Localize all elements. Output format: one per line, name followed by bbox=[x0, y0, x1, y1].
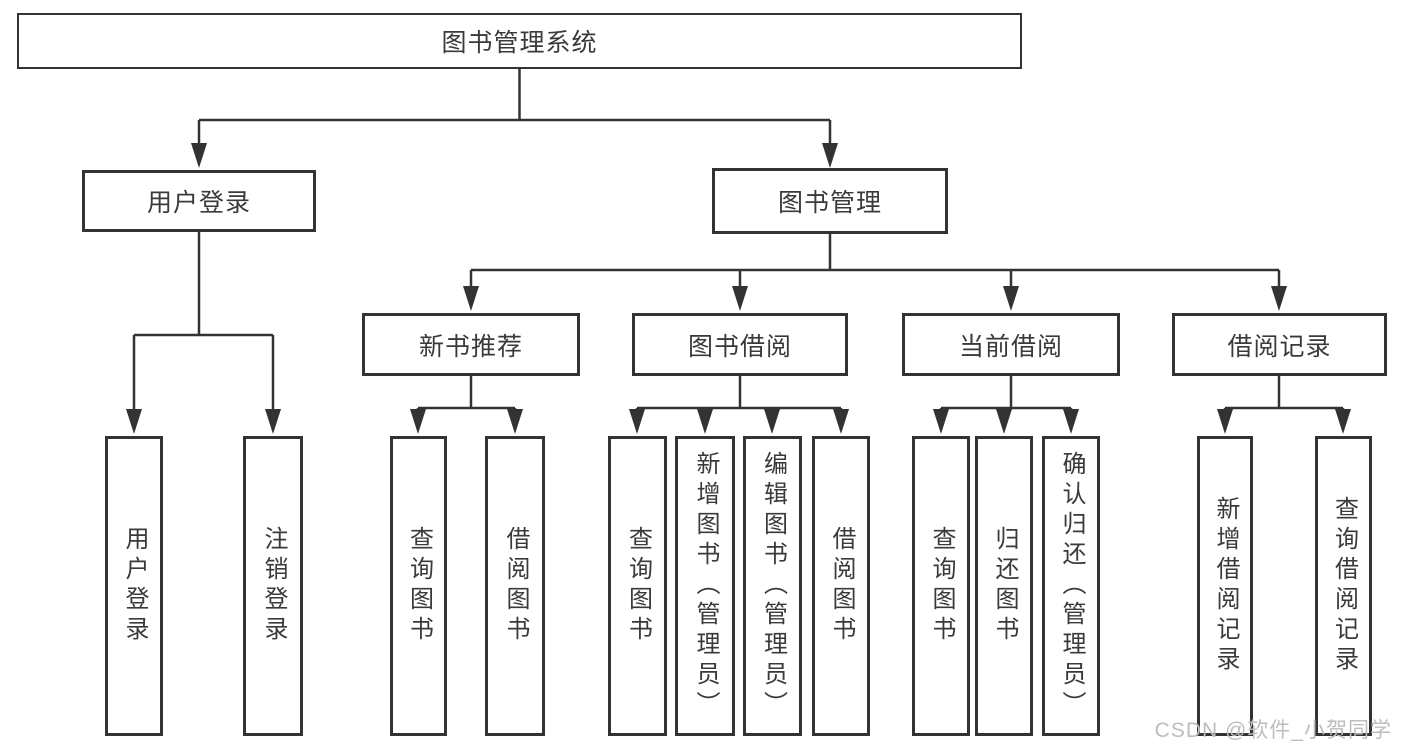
node-leaf-user-login: 用户登录 bbox=[105, 436, 163, 736]
node-leaf-query-book-current: 查询图书 bbox=[912, 436, 970, 736]
node-leaf-query-book-recommend: 查询图书 bbox=[390, 436, 447, 736]
node-library-management-system: 图书管理系统 bbox=[17, 13, 1022, 69]
node-label: 新书推荐 bbox=[418, 332, 523, 361]
node-leaf-borrow-book-recommend: 借阅图书 bbox=[485, 436, 545, 736]
node-label: 图书管理 bbox=[777, 189, 882, 217]
node-label: 查询图书 bbox=[928, 526, 955, 646]
node-borrow-records: 借阅记录 bbox=[1172, 313, 1387, 376]
node-leaf-query-borrow-record: 查询借阅记录 bbox=[1315, 436, 1372, 736]
node-label: 查询图书 bbox=[624, 526, 652, 646]
node-label: 用户登录 bbox=[146, 189, 251, 217]
node-current-borrow: 当前借阅 bbox=[902, 313, 1120, 376]
node-label: 当前借阅 bbox=[958, 332, 1063, 361]
node-leaf-return-book: 归还图书 bbox=[975, 436, 1033, 736]
node-label: 借阅图书 bbox=[502, 526, 529, 646]
node-book-borrow: 图书借阅 bbox=[632, 313, 848, 376]
node-label: 新增图书（管理员） bbox=[692, 451, 719, 721]
node-label: 归还图书 bbox=[991, 526, 1018, 646]
node-label: 查询借阅记录 bbox=[1330, 496, 1358, 676]
node-label: 图书借阅 bbox=[687, 332, 792, 361]
node-label: 确认归还（管理员） bbox=[1058, 451, 1085, 721]
node-label: 新增借阅记录 bbox=[1212, 496, 1239, 676]
node-leaf-logout: 注销登录 bbox=[243, 436, 303, 736]
node-label: 借阅图书 bbox=[828, 526, 855, 646]
node-label: 用户登录 bbox=[121, 526, 148, 646]
node-new-book-recommend: 新书推荐 bbox=[362, 313, 580, 376]
node-user-login: 用户登录 bbox=[82, 170, 316, 232]
node-label: 借阅记录 bbox=[1227, 332, 1332, 361]
node-leaf-borrow-book: 借阅图书 bbox=[812, 436, 870, 736]
node-label: 查询图书 bbox=[405, 526, 433, 646]
csdn-watermark: CSDN @软件_小贺同学 bbox=[1154, 719, 1392, 742]
node-label: 编辑图书（管理员） bbox=[759, 451, 787, 721]
node-leaf-add-borrow-record: 新增借阅记录 bbox=[1197, 436, 1253, 736]
node-leaf-add-book-admin: 新增图书（管理员） bbox=[675, 436, 735, 736]
node-leaf-query-book-borrow: 查询图书 bbox=[608, 436, 667, 736]
node-leaf-edit-book-admin: 编辑图书（管理员） bbox=[743, 436, 802, 736]
node-label: 注销登录 bbox=[260, 526, 287, 646]
node-book-management: 图书管理 bbox=[712, 168, 948, 234]
node-label: 图书管理系统 bbox=[441, 29, 598, 57]
node-leaf-confirm-return-admin: 确认归还（管理员） bbox=[1042, 436, 1100, 736]
